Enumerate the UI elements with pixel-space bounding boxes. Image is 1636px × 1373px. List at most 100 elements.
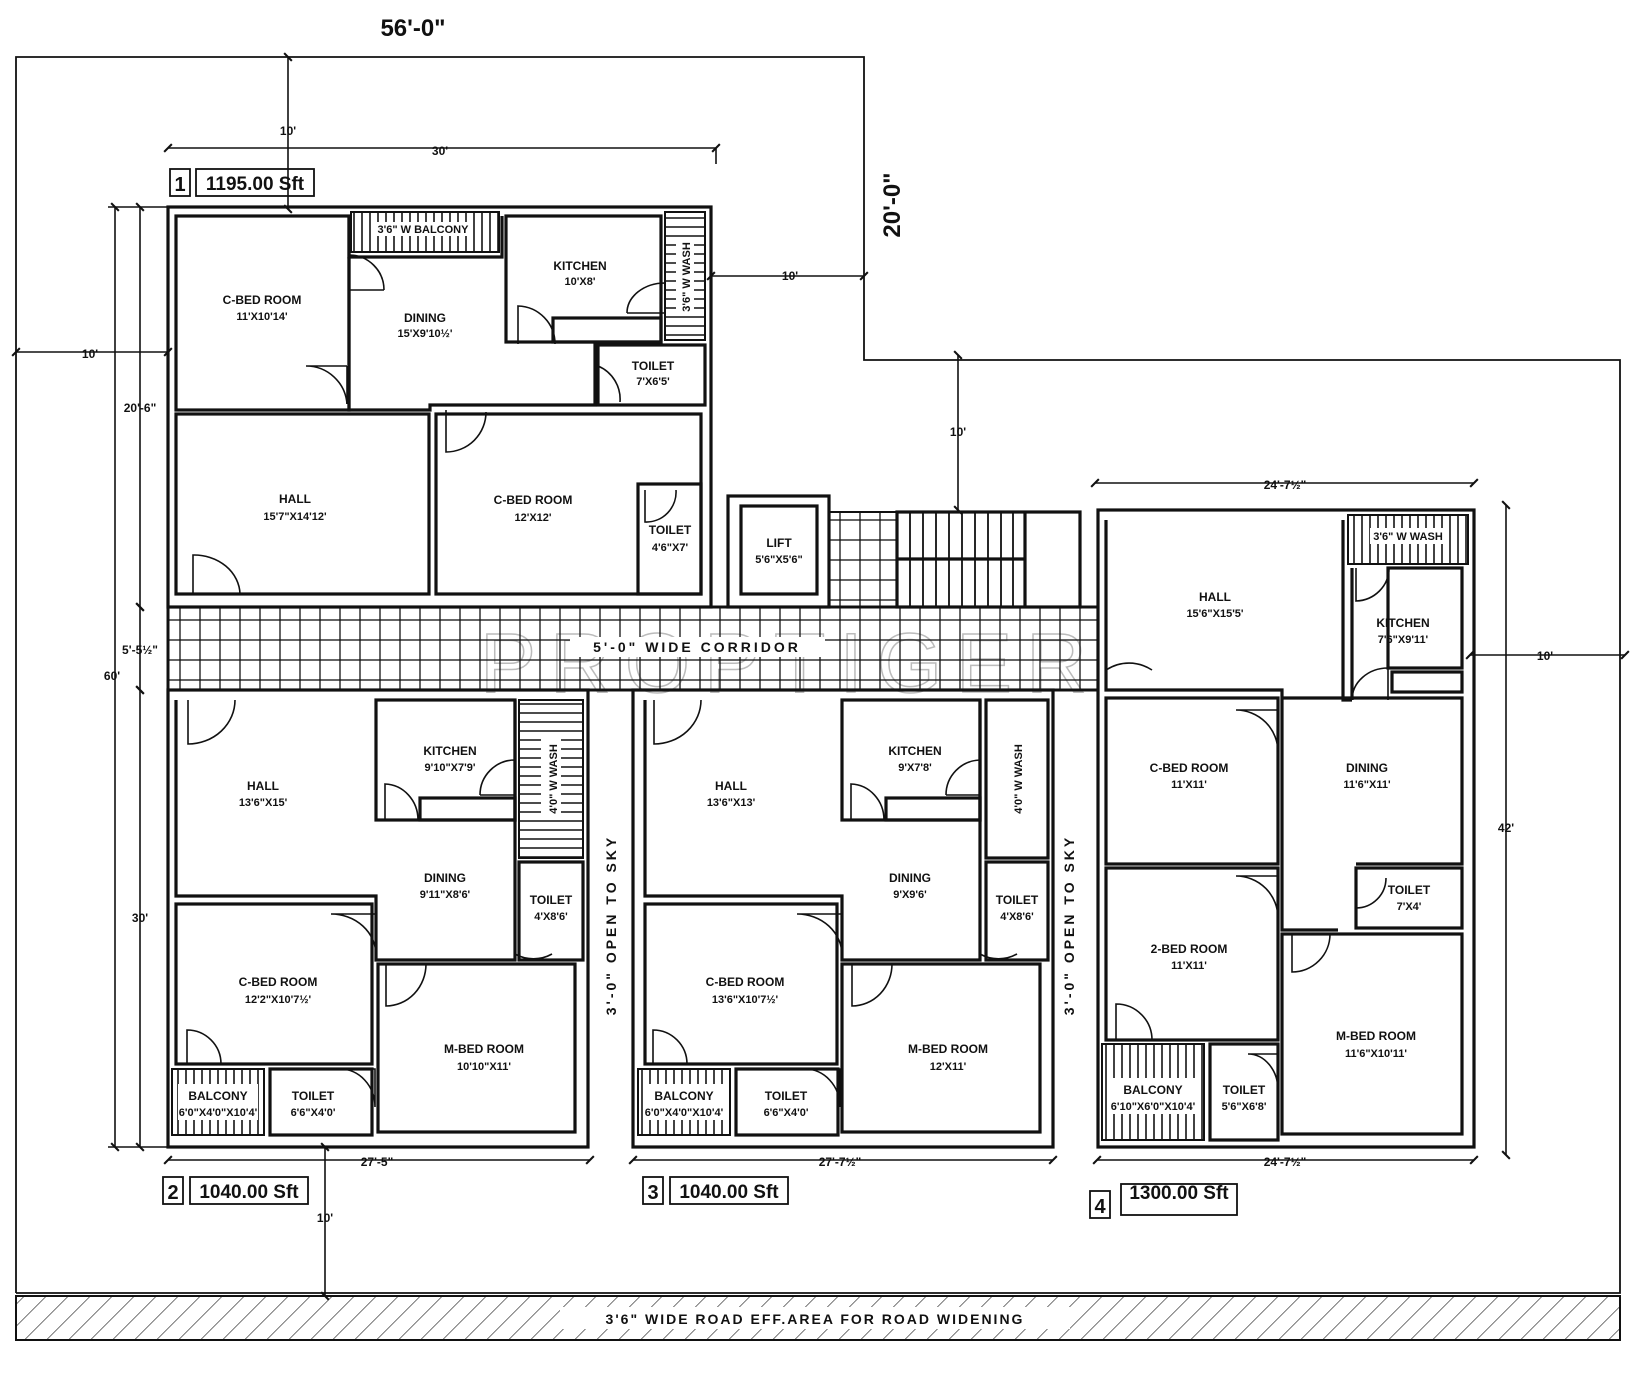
right-of-unit1-dim: 10'	[782, 269, 798, 283]
u3-wash-label: 4'0" W WASH	[1013, 744, 1025, 814]
u2-kitchen-label: KITCHEN	[423, 744, 476, 758]
unit-3: 4'0" W WASH HALL 13'6"X13' KITCHEN 9'X7'…	[631, 688, 1055, 1149]
u4-kitchen-size: 7'6"X9'11'	[1378, 634, 1429, 646]
corridor-height-dim: 5'-5½"	[122, 643, 158, 657]
unit2-width-dim: 27'-5"	[361, 1155, 394, 1169]
left-upper-height-dim: 20'-6"	[124, 401, 157, 415]
u1-wash-label: 3'6" W WASH	[681, 242, 693, 312]
stair-treads	[909, 512, 1014, 607]
left-lower-height-dim: 30'	[132, 911, 148, 925]
u2-hall-label: HALL	[247, 779, 279, 793]
unit-4-area: 1300.00 Sft	[1129, 1183, 1229, 1204]
u1-dining-size: 15'X9'10½'	[398, 328, 453, 340]
unit-2: 4'0" W WASH HALL 13'6"X15' KITCHEN 9'10"…	[166, 688, 590, 1149]
u2-cbed-label: C-BED ROOM	[239, 975, 318, 989]
u2-balcony-label: BALCONY	[188, 1089, 247, 1103]
u1-hall-label: HALL	[279, 492, 311, 506]
unit1-width-dim: 30'	[432, 144, 448, 158]
open-to-sky-2: 3'-0" OPEN TO SKY	[1061, 835, 1077, 1016]
u3-kitchen-size: 9'X7'8'	[898, 762, 932, 774]
u4-mbed-size: 11'6"X10'11'	[1345, 1048, 1407, 1060]
corridor: 5'-0" WIDE CORRIDOR	[166, 605, 1100, 692]
unit4-height-dim: 42'	[1498, 821, 1514, 835]
u4-balcony-size: 6'10"X6'0"X10'4'	[1111, 1101, 1196, 1113]
u2-dining-size: 9'11"X8'6'	[420, 889, 471, 901]
road-label: 3'6" WIDE ROAD EFF.AREA FOR ROAD WIDENIN…	[606, 1311, 1025, 1327]
unit4-bottom-width-dim: 24'-7½"	[1264, 1155, 1307, 1169]
u3-cbed-size: 13'6"X10'7½'	[712, 994, 779, 1006]
plot-width-dim: 56'-0"	[380, 15, 445, 42]
u4-2bed-label: 2-BED ROOM	[1151, 942, 1228, 956]
unit-1-area: 1195.00 Sft	[206, 174, 305, 195]
unit-1-tag: 1 1195.00 Sft	[169, 168, 315, 197]
total-height-dim: 60'	[104, 669, 120, 683]
u2-kitchen-size: 9'10"X7'9'	[425, 762, 476, 774]
u2-hall-size: 13'6"X15'	[239, 797, 288, 809]
u2-toilet-size: 4'X8'6'	[534, 911, 568, 923]
unit4-right-setback-dim: 10'	[1537, 649, 1553, 663]
u4-toilet2-label: TOILET	[1223, 1083, 1266, 1097]
top-setback-dim: 10'	[280, 124, 296, 138]
u4-hall-size: 15'6"X15'5'	[1186, 608, 1243, 620]
u4-wash-label: 3'6" W WASH	[1373, 531, 1443, 543]
u3-balcony-size: 6'0"X4'0"X10'4'	[645, 1107, 724, 1119]
left-setback-dim: 10'	[82, 347, 98, 361]
u2-toilet-label: TOILET	[530, 893, 573, 907]
u2-toilet2-size: 6'6"X4'0'	[291, 1107, 336, 1119]
unit-1-number: 1	[174, 174, 185, 196]
unit-4-tag: 4 1300.00 Sft	[1089, 1183, 1238, 1219]
setback-20-dim: 20'-0"	[879, 172, 906, 237]
unit-3-tag: 3 1040.00 Sft	[642, 1176, 789, 1205]
u1-toilet2-size: 4'6"X7'	[652, 542, 689, 554]
lift-stair-core: LIFT 5'6"X5'6"	[726, 494, 1082, 609]
u1-cbed-size: 11'X10'14'	[236, 311, 288, 323]
unit-3-area: 1040.00 Sft	[679, 1182, 779, 1203]
u1-toilet1-size: 7'X6'5'	[636, 376, 670, 388]
unit-3-number: 3	[647, 1182, 658, 1204]
u4-balcony-label: BALCONY	[1123, 1083, 1182, 1097]
u2-mbed-label: M-BED ROOM	[444, 1042, 524, 1056]
dimension-texts: 56'-0" 20'-0" 10' 30' 10' 10' 20'-6" 5'-…	[82, 15, 1553, 1225]
unit-2-tag: 2 1040.00 Sft	[162, 1176, 309, 1205]
u3-balcony-label: BALCONY	[654, 1089, 713, 1103]
u3-mbed-label: M-BED ROOM	[908, 1042, 988, 1056]
u2-dining-label: DINING	[424, 871, 466, 885]
corridor-label: 5'-0" WIDE CORRIDOR	[593, 639, 801, 655]
u3-toilet-size: 4'X8'6'	[1000, 911, 1034, 923]
u1-kitchen-size: 10'X8'	[565, 276, 596, 288]
u3-toilet2-label: TOILET	[765, 1089, 808, 1103]
u4-mbed-label: M-BED ROOM	[1336, 1029, 1416, 1043]
u4-cbed-size: 11'X11'	[1171, 779, 1207, 791]
u1-kitchen-label: KITCHEN	[553, 259, 606, 273]
u1-toilet1-label: TOILET	[632, 359, 675, 373]
lift-label: LIFT	[766, 536, 792, 550]
u1-cbed2-label: C-BED ROOM	[494, 493, 573, 507]
u4-hall-label: HALL	[1199, 590, 1231, 604]
u2-cbed-size: 12'2"X10'7½'	[245, 994, 312, 1006]
u1-balcony-label: 3'6" W BALCONY	[378, 224, 470, 236]
u4-cbed-label: C-BED ROOM	[1150, 761, 1229, 775]
unit-4-number: 4	[1094, 1196, 1106, 1218]
unit3-width-dim: 27'-7½"	[819, 1155, 862, 1169]
u4-toilet-label: TOILET	[1388, 883, 1431, 897]
u3-hall-size: 13'6"X13'	[707, 797, 756, 809]
bottom-setback-dim: 10'	[317, 1211, 333, 1225]
unit4-top-width-dim: 24'-7½"	[1264, 478, 1307, 492]
unit-2-number: 2	[167, 1182, 178, 1204]
u4-toilet2-size: 5'6"X6'8'	[1222, 1101, 1267, 1113]
u4-dining-label: DINING	[1346, 761, 1388, 775]
mid-setback-dim: 10'	[950, 425, 966, 439]
u1-cbed2-size: 12'X12'	[514, 512, 551, 524]
u2-wash-label: 4'0" W WASH	[548, 744, 560, 814]
lift-size: 5'6"X5'6"	[755, 554, 802, 566]
u1-dining-label: DINING	[404, 311, 446, 325]
u4-toilet-size: 7'X4'	[1397, 901, 1422, 913]
u3-hall-label: HALL	[715, 779, 747, 793]
u3-kitchen-label: KITCHEN	[888, 744, 941, 758]
u2-toilet2-label: TOILET	[292, 1089, 335, 1103]
u4-kitchen-label: KITCHEN	[1376, 616, 1429, 630]
u3-toilet2-size: 6'6"X4'0'	[764, 1107, 809, 1119]
unit-2-area: 1040.00 Sft	[199, 1182, 299, 1203]
u1-cbed-label: C-BED ROOM	[223, 293, 302, 307]
open-to-sky-1: 3'-0" OPEN TO SKY	[603, 835, 619, 1016]
